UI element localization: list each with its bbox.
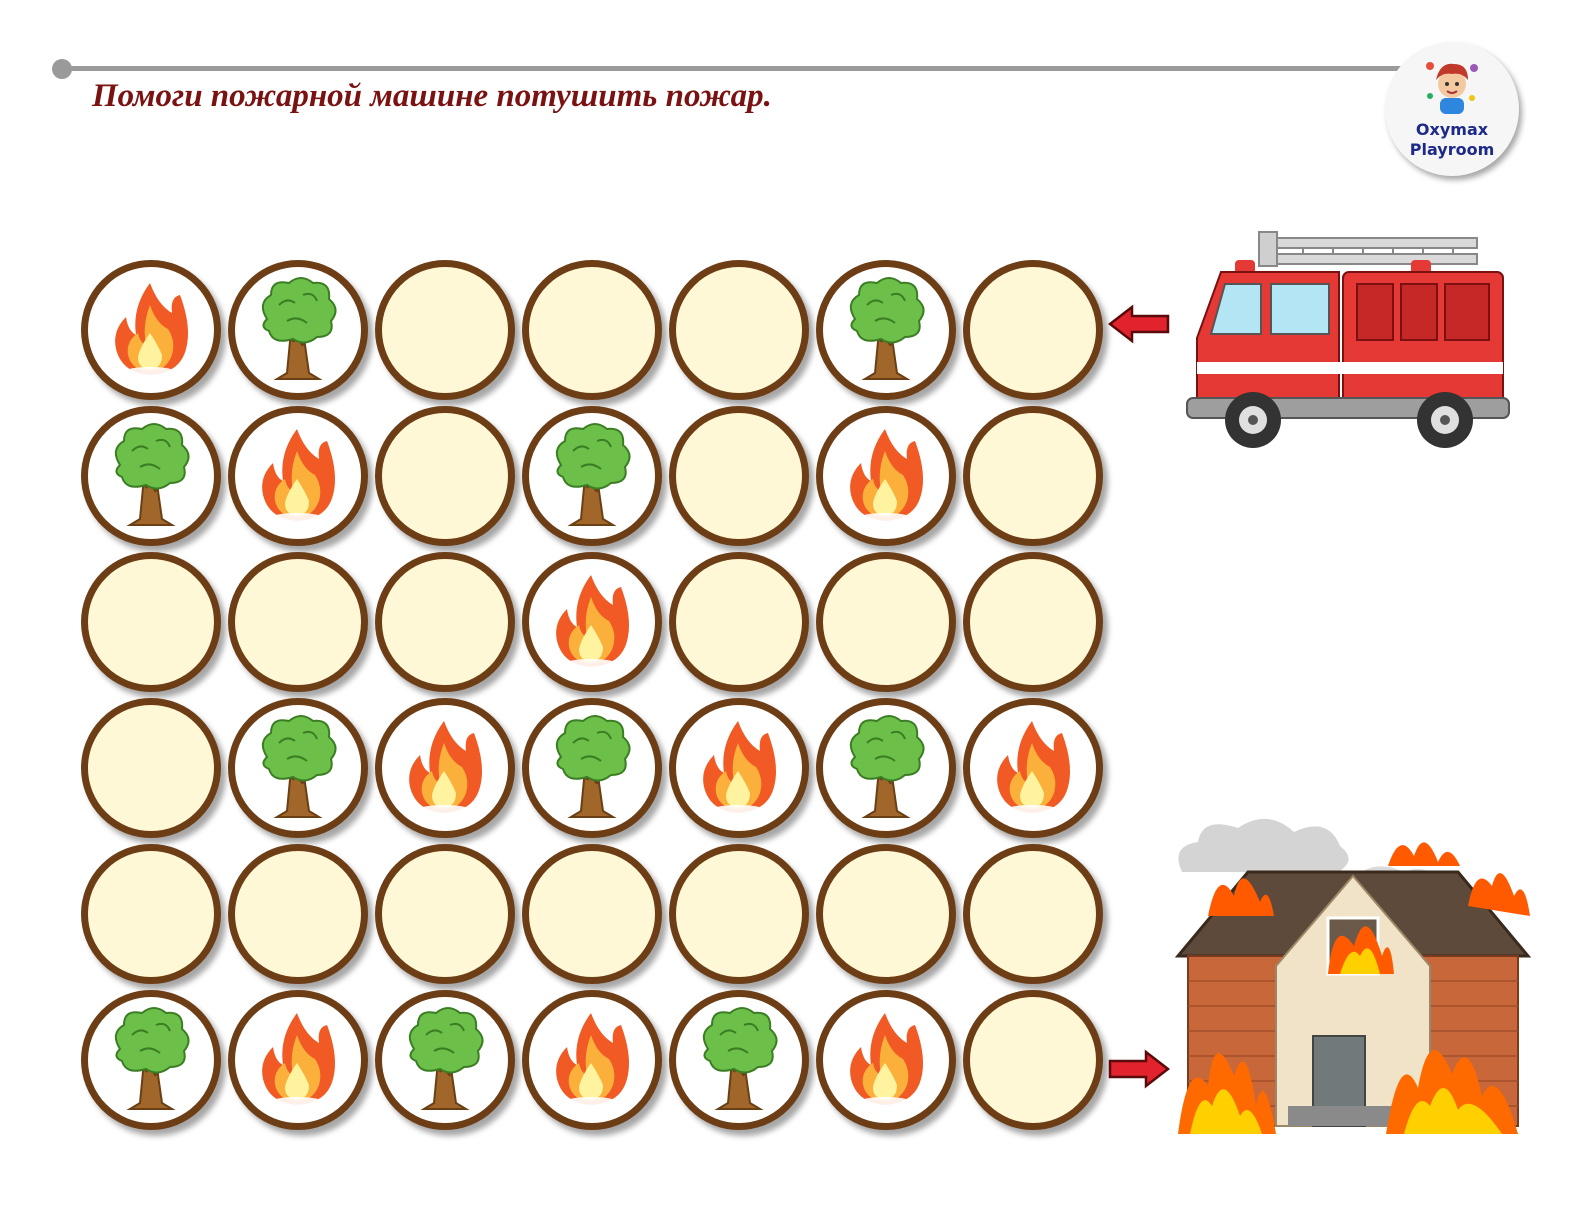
- arrow-right-icon: [1108, 1049, 1170, 1089]
- logo-line-2: Playroom: [1409, 140, 1495, 159]
- maze-cell-1-4-empty[interactable]: [522, 260, 662, 400]
- tree-icon: [114, 423, 190, 526]
- maze-cell-2-2-fire[interactable]: [228, 406, 368, 546]
- page-title: Помоги пожарной машине потушить пожар.: [92, 78, 772, 114]
- maze-cell-2-1-tree[interactable]: [81, 406, 221, 546]
- fire-icon: [409, 721, 482, 813]
- maze-cell-5-4-empty[interactable]: [522, 844, 662, 984]
- maze-cell-4-3-fire[interactable]: [375, 698, 515, 838]
- tree-icon: [849, 277, 925, 380]
- fire-icon: [850, 429, 923, 521]
- maze-cell-1-2-tree[interactable]: [228, 260, 368, 400]
- maze-cell-2-3-empty[interactable]: [375, 406, 515, 546]
- fire-icon: [850, 1013, 923, 1105]
- maze-cell-6-5-tree[interactable]: [669, 990, 809, 1130]
- maze-cell-6-1-tree[interactable]: [81, 990, 221, 1130]
- tree-icon: [555, 423, 631, 526]
- maze-cell-3-4-fire[interactable]: [522, 552, 662, 692]
- maze-cell-4-7-fire[interactable]: [963, 698, 1103, 838]
- fire-icon: [556, 1013, 629, 1105]
- tree-icon: [408, 1007, 484, 1110]
- tree-icon: [261, 277, 337, 380]
- fire-icon: [997, 721, 1070, 813]
- maze-cell-1-7-empty[interactable]: [963, 260, 1103, 400]
- maze-cell-4-6-tree[interactable]: [816, 698, 956, 838]
- maze-cell-6-3-tree[interactable]: [375, 990, 515, 1130]
- tree-icon: [555, 715, 631, 818]
- maze-cell-5-2-empty[interactable]: [228, 844, 368, 984]
- tree-icon: [261, 715, 337, 818]
- fire-truck-icon: [1186, 231, 1510, 448]
- arrow-left-icon: [1108, 304, 1170, 344]
- tree-icon: [702, 1007, 778, 1110]
- maze-cell-4-5-fire[interactable]: [669, 698, 809, 838]
- fire-icon: [262, 1013, 335, 1105]
- maze-cell-6-2-fire[interactable]: [228, 990, 368, 1130]
- fire-icon: [703, 721, 776, 813]
- maze-cell-1-6-tree[interactable]: [816, 260, 956, 400]
- maze-cell-1-1-fire[interactable]: [81, 260, 221, 400]
- maze-cell-2-6-fire[interactable]: [816, 406, 956, 546]
- maze-cell-2-7-empty[interactable]: [963, 406, 1103, 546]
- logo-line-1: Oxymax: [1415, 120, 1489, 139]
- maze-cell-5-5-empty[interactable]: [669, 844, 809, 984]
- fire-icon: [556, 575, 629, 667]
- maze-cell-3-1-empty[interactable]: [81, 552, 221, 692]
- maze-cell-6-6-fire[interactable]: [816, 990, 956, 1130]
- maze-cell-2-5-empty[interactable]: [669, 406, 809, 546]
- maze-cell-1-5-empty[interactable]: [669, 260, 809, 400]
- tree-icon: [849, 715, 925, 818]
- maze-cell-3-2-empty[interactable]: [228, 552, 368, 692]
- maze-cell-5-3-empty[interactable]: [375, 844, 515, 984]
- maze-cell-6-4-fire[interactable]: [522, 990, 662, 1130]
- maze-cell-4-4-tree[interactable]: [522, 698, 662, 838]
- header-rule: [62, 66, 1402, 71]
- maze-cell-3-3-empty[interactable]: [375, 552, 515, 692]
- fire-icon: [115, 283, 188, 375]
- maze-cell-4-1-empty[interactable]: [81, 698, 221, 838]
- maze-cell-2-4-tree[interactable]: [522, 406, 662, 546]
- maze-cell-3-5-empty[interactable]: [669, 552, 809, 692]
- maze-cell-3-6-empty[interactable]: [816, 552, 956, 692]
- maze-cell-4-2-tree[interactable]: [228, 698, 368, 838]
- burning-house-icon: [1174, 818, 1532, 1134]
- kid-mascot-icon: [1426, 62, 1478, 114]
- tree-icon: [114, 1007, 190, 1110]
- maze-cell-1-3-empty[interactable]: [375, 260, 515, 400]
- maze-cell-5-7-empty[interactable]: [963, 844, 1103, 984]
- maze-cell-5-1-empty[interactable]: [81, 844, 221, 984]
- maze-cell-5-6-empty[interactable]: [816, 844, 956, 984]
- brand-logo: Oxymax Playroom: [1385, 42, 1519, 176]
- maze-cell-6-7-empty[interactable]: [963, 990, 1103, 1130]
- maze-cell-3-7-empty[interactable]: [963, 552, 1103, 692]
- fire-icon: [262, 429, 335, 521]
